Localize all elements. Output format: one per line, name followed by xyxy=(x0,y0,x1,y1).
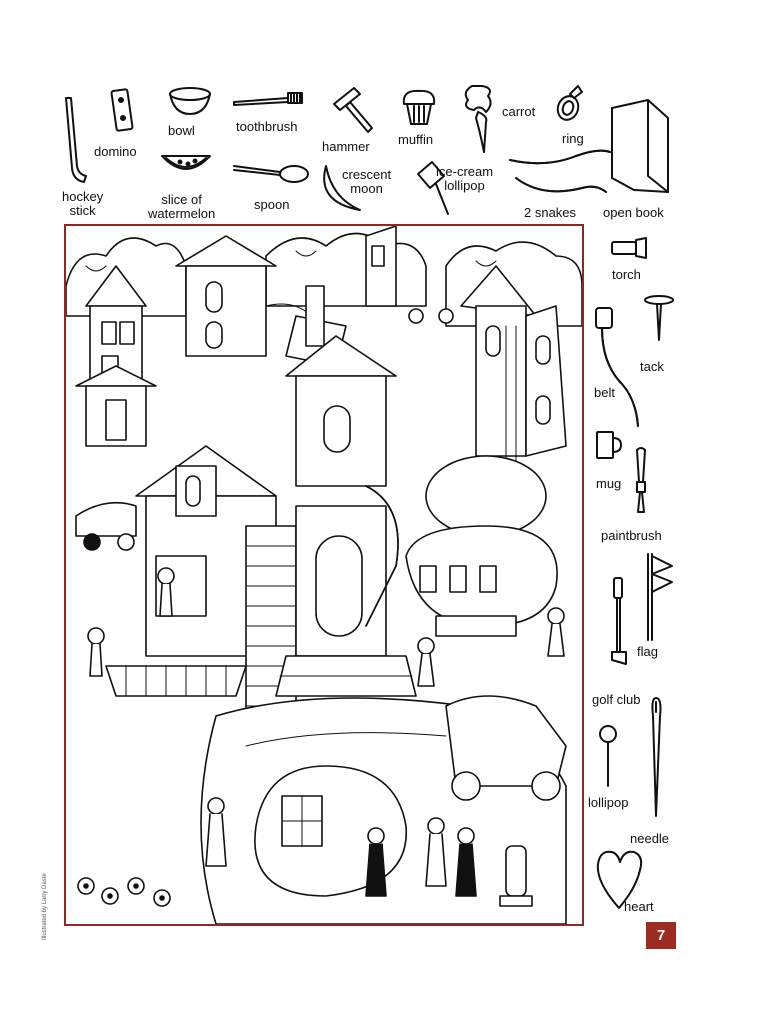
page-number-badge: 7 xyxy=(646,922,676,949)
label-watermelon: slice of watermelon xyxy=(148,192,216,221)
heart-icon[interactable] xyxy=(594,848,644,912)
carrot-icon[interactable] xyxy=(460,82,502,156)
fire-hydrant xyxy=(499,845,533,907)
label-spoon: spoon xyxy=(254,197,290,212)
domino-icon[interactable] xyxy=(110,88,136,134)
label-crescent-moon: crescent moon xyxy=(342,167,392,196)
label-lollipop: lollipop xyxy=(588,795,629,810)
label-mug: mug xyxy=(596,476,622,491)
needle-icon[interactable] xyxy=(646,696,668,820)
car-left xyxy=(75,501,137,551)
torch-icon[interactable] xyxy=(610,236,648,262)
label-carrot: carrot xyxy=(502,104,536,119)
tack-icon[interactable] xyxy=(642,294,676,344)
illustrator-credit: Illustrated by Larry Daste xyxy=(42,860,56,940)
middle-tower xyxy=(285,226,397,487)
hammer-icon[interactable] xyxy=(328,86,384,138)
centre-door-house xyxy=(275,505,417,697)
watermelon-icon[interactable] xyxy=(160,152,212,178)
scene-drawing xyxy=(66,226,582,924)
label-snakes: 2 snakes xyxy=(524,205,577,220)
golf-club-icon[interactable] xyxy=(606,574,632,668)
mouse-characters xyxy=(87,308,565,897)
label-paintbrush: paintbrush xyxy=(601,528,662,543)
toothbrush-icon[interactable] xyxy=(232,90,306,108)
flowers xyxy=(77,877,171,907)
label-belt: belt xyxy=(594,385,615,400)
flag-icon[interactable] xyxy=(644,552,676,642)
hidden-picture-scene[interactable] xyxy=(64,224,584,926)
right-tall-house xyxy=(460,265,567,467)
ring-icon[interactable] xyxy=(554,84,586,124)
label-golf-club: golf club xyxy=(592,692,641,707)
teapot-house xyxy=(405,455,558,637)
label-flag: flag xyxy=(637,644,658,659)
muffin-icon[interactable] xyxy=(400,88,438,128)
label-needle: needle xyxy=(630,831,670,846)
ice-cream-lollipop-icon[interactable] xyxy=(412,160,452,220)
snakes-icon[interactable] xyxy=(506,134,614,200)
label-ring: ring xyxy=(562,131,584,146)
crescent-moon-icon[interactable] xyxy=(318,162,364,216)
label-hockey-stick: hockey stick xyxy=(62,189,104,218)
label-heart: heart xyxy=(624,899,654,914)
left-tall-house xyxy=(75,265,157,447)
label-hammer: hammer xyxy=(322,139,370,154)
label-torch: torch xyxy=(612,267,641,282)
mug-icon[interactable] xyxy=(594,428,624,462)
label-muffin: muffin xyxy=(398,132,434,147)
lollipop-icon[interactable] xyxy=(596,724,622,790)
paintbrush-icon[interactable] xyxy=(628,446,654,516)
car-right xyxy=(445,695,567,801)
label-tack: tack xyxy=(640,359,664,374)
spoon-icon[interactable] xyxy=(232,160,310,186)
bowl-icon[interactable] xyxy=(166,86,214,118)
label-open-book: open book xyxy=(603,205,664,220)
belt-icon[interactable] xyxy=(592,304,648,430)
label-domino: domino xyxy=(94,144,137,159)
slide xyxy=(365,485,399,627)
open-book-icon[interactable] xyxy=(604,98,674,196)
label-bowl: bowl xyxy=(168,123,195,138)
credit-text: Illustrated by Larry Daste xyxy=(42,873,48,940)
page-number: 7 xyxy=(656,927,666,944)
label-icecream: ice-cream lollipop xyxy=(436,164,494,193)
hockey-stick-icon[interactable] xyxy=(60,96,90,188)
label-toothbrush: toothbrush xyxy=(236,119,298,134)
